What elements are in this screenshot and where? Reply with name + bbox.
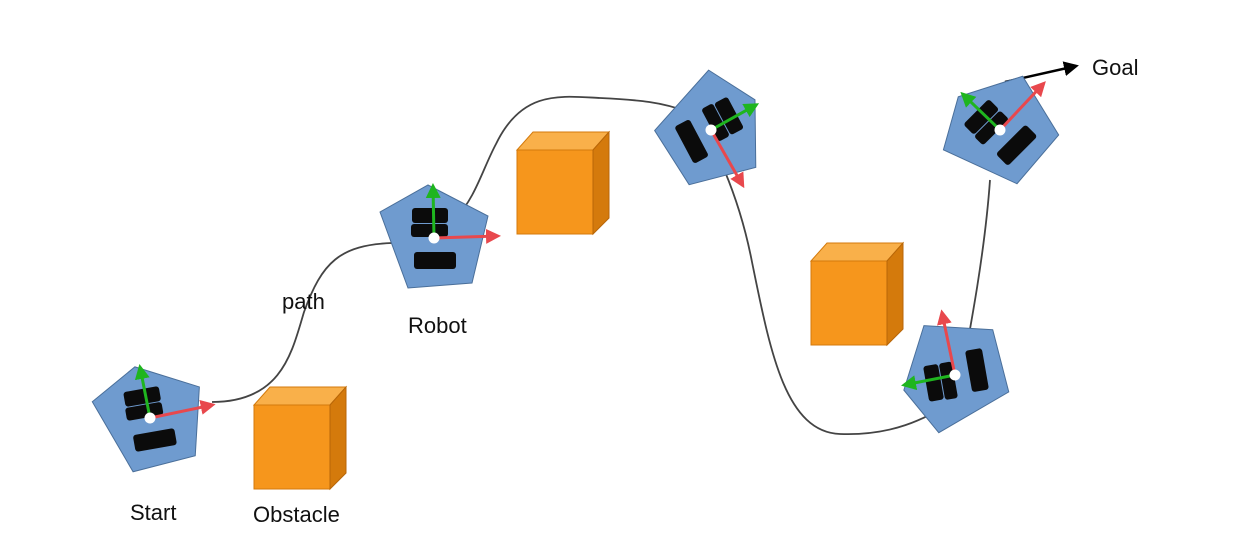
robot-start (88, 355, 222, 477)
start-label: Start (130, 500, 177, 525)
robot-label: Robot (408, 313, 467, 338)
obstacle-cube-2 (516, 131, 610, 235)
robot-right-lower (892, 303, 1014, 437)
robot-mid (380, 185, 498, 288)
obstacle-cube-1 (253, 386, 347, 490)
path-line (211, 95, 991, 435)
path-label: path (282, 289, 325, 314)
goal-label: Goal (1092, 55, 1139, 80)
obstacle-label: Obstacle (253, 502, 340, 527)
robot-top (642, 57, 788, 210)
obstacle-cube-3 (810, 242, 904, 346)
